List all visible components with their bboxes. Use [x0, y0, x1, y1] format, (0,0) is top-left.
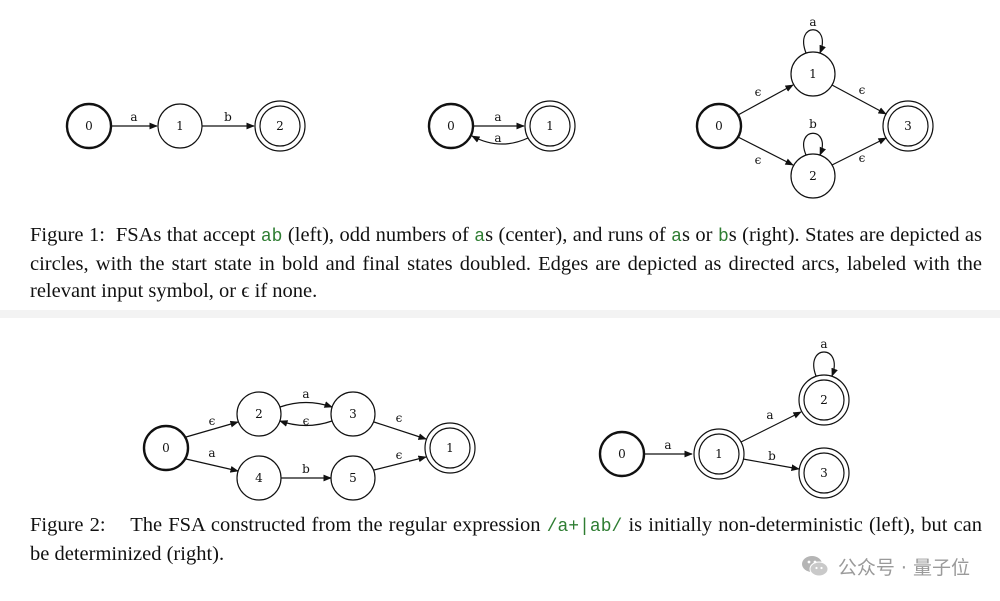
state-label: 3 [820, 466, 828, 480]
state-node [790, 153, 836, 199]
edge-arrow [185, 458, 239, 473]
state-label: 3 [349, 407, 357, 421]
state-node [790, 51, 836, 97]
edge-label: b [768, 449, 776, 463]
final-state-inner [887, 105, 929, 147]
state-label: 4 [255, 471, 263, 485]
edge-arrow [737, 136, 794, 166]
state-label: 0 [162, 441, 170, 455]
caption-text: s or [681, 224, 718, 246]
edge-label: ϵ [755, 85, 762, 99]
state-label: 2 [276, 119, 284, 133]
edge-label: ϵ [303, 414, 310, 428]
state-label: 0 [447, 119, 455, 133]
caption-text: (left), odd numbers of [282, 224, 475, 246]
state-label: 2 [809, 169, 817, 183]
state-node [695, 102, 743, 150]
state-label: 2 [820, 393, 828, 407]
state-label: 1 [715, 447, 723, 461]
caption-text: s (center), and runs of [485, 224, 672, 246]
edge-arrow [373, 455, 427, 471]
caption-label: Figure 2: [30, 514, 106, 536]
state-label: 0 [715, 119, 723, 133]
state-node [236, 391, 282, 437]
edge-label: a [494, 110, 501, 124]
edge-label: a [494, 131, 501, 145]
code-token: b [717, 227, 729, 247]
caption-text: FSAs that accept [115, 224, 261, 246]
state-label: 5 [349, 471, 357, 485]
code-token: /a+|ab/ [546, 517, 623, 537]
state-label: 1 [809, 67, 817, 81]
caption-text: The FSA constructed from the regular exp… [130, 514, 547, 536]
figure-1-caption: Figure 1: FSAs that accept ab (left), od… [30, 222, 982, 305]
edge-arrow [737, 84, 794, 116]
edge-arrow [471, 135, 529, 145]
edge-label: a [820, 337, 827, 351]
figure-1-diagrams: 0 1 2 a b 0 1 a a 0 1 [65, 15, 934, 199]
edge-label: b [302, 462, 310, 476]
edge-label: ϵ [396, 411, 403, 425]
state-label: 2 [255, 407, 263, 421]
self-loop-arrow [803, 29, 826, 54]
fsa-left: 0 1 2 a b [65, 100, 306, 152]
wechat-icon [801, 556, 829, 577]
fsa-center: 0 1 a a [427, 100, 576, 152]
state-label: 1 [446, 441, 454, 455]
edge-label: a [302, 387, 309, 401]
caption-text: is initially non-deterministic (left), b… [30, 514, 982, 565]
watermark: 公众号 · 量子位 [800, 551, 970, 581]
final-state-inner [529, 105, 571, 147]
edge-label: a [208, 446, 215, 460]
edge-label: b [224, 110, 232, 124]
code-token: a [474, 227, 486, 247]
edge-label: ϵ [396, 448, 403, 462]
edge-label: ϵ [859, 151, 866, 165]
edge-arrow [373, 421, 427, 440]
figure-2-caption: Figure 2: The FSA constructed from the r… [30, 512, 982, 568]
watermark-text: 公众号 · 量子位 [837, 556, 970, 579]
code-token: ab [260, 227, 283, 247]
fsa-right: 0 1 2 3 ϵ ϵ a b ϵ ϵ [695, 15, 934, 199]
figure-2-diagrams: 0 2 3 4 5 1 ϵ a a ϵ ϵ b ϵ [142, 337, 850, 501]
edge-arrow [742, 458, 800, 471]
final-state-inner [698, 433, 740, 475]
self-loop-arrow [813, 351, 838, 377]
edge-arrow [185, 420, 239, 438]
caption-label: Figure 1: [30, 224, 105, 246]
edge-arrow [740, 411, 802, 443]
state-label: 1 [176, 119, 184, 133]
dfa-right: 0 1 2 3 a a a b [598, 337, 850, 499]
final-state-inner [429, 427, 471, 469]
edge-label: a [664, 438, 671, 452]
edge-label: a [130, 110, 137, 124]
state-node [142, 424, 190, 472]
edge-label: b [809, 117, 817, 131]
edge-label: ϵ [755, 153, 762, 167]
edge-label: ϵ [859, 83, 866, 97]
self-loop-arrow [803, 132, 826, 156]
edge-arrow [279, 420, 333, 427]
code-token: a [671, 227, 682, 247]
state-label: 1 [546, 119, 554, 133]
caption-text: s (right). States are depicted as circle… [30, 224, 982, 302]
edge-arrow [831, 84, 887, 115]
figure-2: 0 2 3 4 5 1 ϵ a a ϵ ϵ b ϵ [6, 322, 994, 592]
panel-divider [0, 310, 1000, 318]
figure-1: 0 1 2 a b 0 1 a a 0 1 [6, 4, 994, 304]
edge-arrow [279, 401, 333, 408]
edge-arrow [831, 137, 887, 166]
final-state-inner [803, 452, 845, 494]
edge-label: a [809, 15, 816, 29]
state-label: 0 [618, 447, 626, 461]
nfa-left: 0 2 3 4 5 1 ϵ a a ϵ ϵ b ϵ [142, 387, 476, 501]
state-label: 0 [85, 119, 93, 133]
edge-label: ϵ [209, 414, 216, 428]
state-label: 3 [904, 119, 912, 133]
final-state-inner [259, 105, 301, 147]
final-state-inner [803, 379, 845, 421]
state-node [330, 391, 376, 437]
edge-label: a [766, 408, 773, 422]
